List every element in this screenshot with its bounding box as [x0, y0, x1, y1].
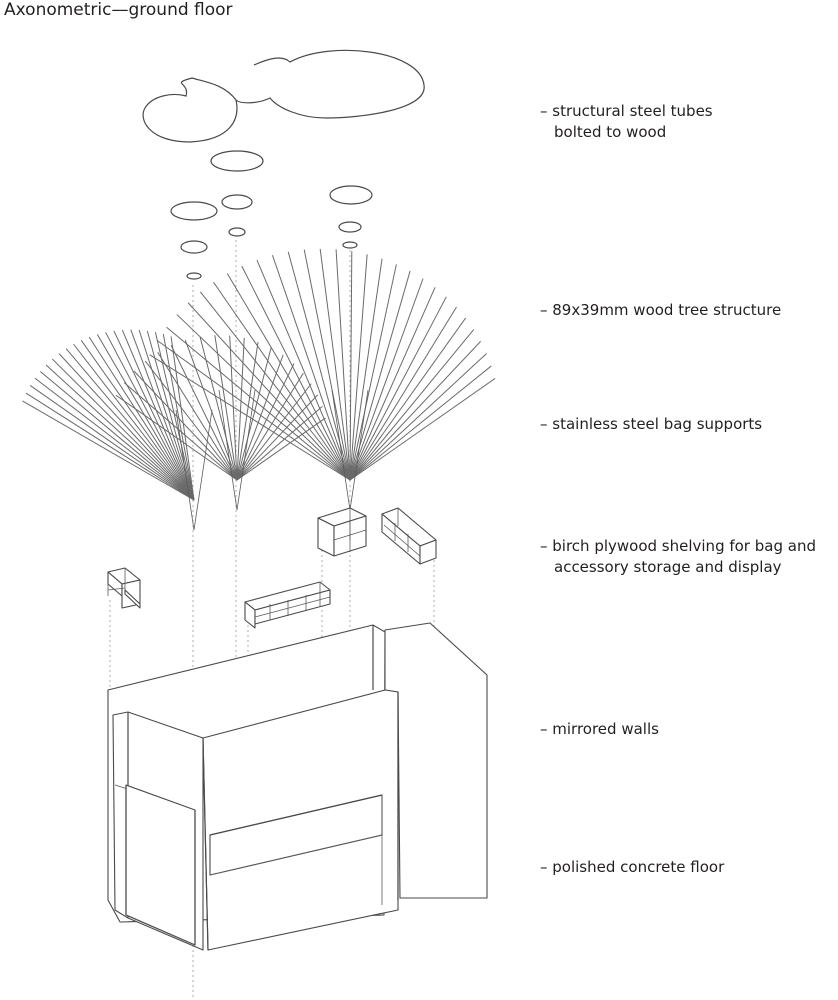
wood-rod [30, 385, 195, 501]
wood-rod [256, 259, 351, 481]
wood-rod [349, 251, 353, 481]
wood-rod [241, 266, 351, 481]
tree-trunk-edge [236, 389, 256, 511]
label-steel-tubes: – structural steel tubes bolted to wood [540, 102, 713, 141]
wood-rod [349, 287, 436, 481]
wood-rod [229, 335, 238, 481]
wood-rod [349, 341, 481, 481]
wood-rod [58, 353, 195, 501]
wood-rod [349, 254, 368, 481]
tree-trunk-edge [331, 389, 351, 511]
wood-rod [122, 329, 195, 501]
wood-rod [113, 330, 195, 501]
wood-rod [166, 327, 351, 481]
wood-rod [227, 273, 351, 481]
wood-rod [187, 302, 351, 481]
wood-rod [146, 330, 195, 501]
wood-rod [349, 278, 424, 481]
wood-rod [157, 340, 351, 481]
wood-rod [170, 336, 195, 501]
wood-rod [236, 417, 326, 481]
canopy-outline [142, 49, 425, 143]
shelf-unit-right-a [317, 507, 367, 557]
wood-rod [157, 352, 238, 481]
wood-rod [170, 345, 238, 481]
label-concrete-floor: – polished concrete floor [540, 858, 725, 876]
wood-rod [45, 364, 195, 501]
wood-rod [22, 400, 195, 501]
diagram-title: Axonometric—ground floor [4, 0, 233, 20]
wood-rod [349, 306, 457, 481]
wood-rod [236, 337, 245, 481]
wood-rod [272, 255, 351, 481]
wood-rod [81, 340, 195, 501]
wood-rod [34, 378, 195, 501]
wood-rod [105, 332, 195, 501]
wood-rod [133, 370, 238, 481]
wood-rod [200, 291, 351, 481]
wood-rod [155, 332, 195, 501]
wood-rod [349, 258, 383, 481]
wood-rod [349, 317, 466, 481]
floor-opening [125, 784, 383, 946]
wood-rod [145, 360, 238, 481]
shelf-unit-left [107, 567, 141, 609]
wood-tree-right [149, 248, 496, 511]
wood-rod [184, 339, 238, 481]
wood-tree-left [22, 329, 213, 531]
wood-rod [236, 363, 295, 481]
wood-rod [349, 329, 474, 481]
wood-rod [97, 334, 195, 501]
wood-rod [176, 314, 351, 481]
wood-rod [349, 378, 496, 481]
wood-rod [162, 334, 195, 501]
label-plywood-shelving: – birch plywood shelving for bag and acc… [540, 537, 816, 576]
wood-rod [303, 249, 351, 481]
wood-rod [236, 341, 259, 481]
label-wood-tree: – 89x39mm wood tree structure [540, 301, 782, 319]
wood-rod [124, 382, 238, 481]
wood-rod [349, 264, 397, 481]
tree-trunk-edge [218, 389, 238, 511]
shelf-unit-right-b [381, 507, 437, 565]
wood-rod [349, 296, 447, 481]
tree-trunk-edge [193, 409, 213, 531]
wood-rod [25, 392, 195, 501]
wood-rod [52, 358, 195, 501]
wood-rod [149, 354, 351, 481]
wood-rod [213, 282, 351, 481]
wood-rod [115, 395, 238, 481]
steel-tube-rings [170, 150, 373, 280]
wood-rod [236, 347, 272, 481]
wood-rod [65, 348, 195, 501]
wood-rod [236, 394, 318, 481]
label-bag-supports: – stainless steel bag supports [540, 415, 763, 433]
wood-rod [88, 336, 195, 501]
wood-rod [349, 365, 492, 481]
wood-rod [214, 335, 238, 481]
wood-rod [335, 249, 351, 481]
wood-rod [319, 248, 351, 481]
wood-rod [73, 344, 195, 501]
wood-tree-middle [115, 335, 326, 511]
tree-trunk-edge [349, 389, 369, 511]
wood-rod [349, 353, 487, 481]
label-mirrored-walls: – mirrored walls [540, 720, 659, 738]
wood-rod [40, 371, 195, 501]
shelf-unit-center [244, 581, 331, 629]
wood-rod [236, 373, 304, 481]
